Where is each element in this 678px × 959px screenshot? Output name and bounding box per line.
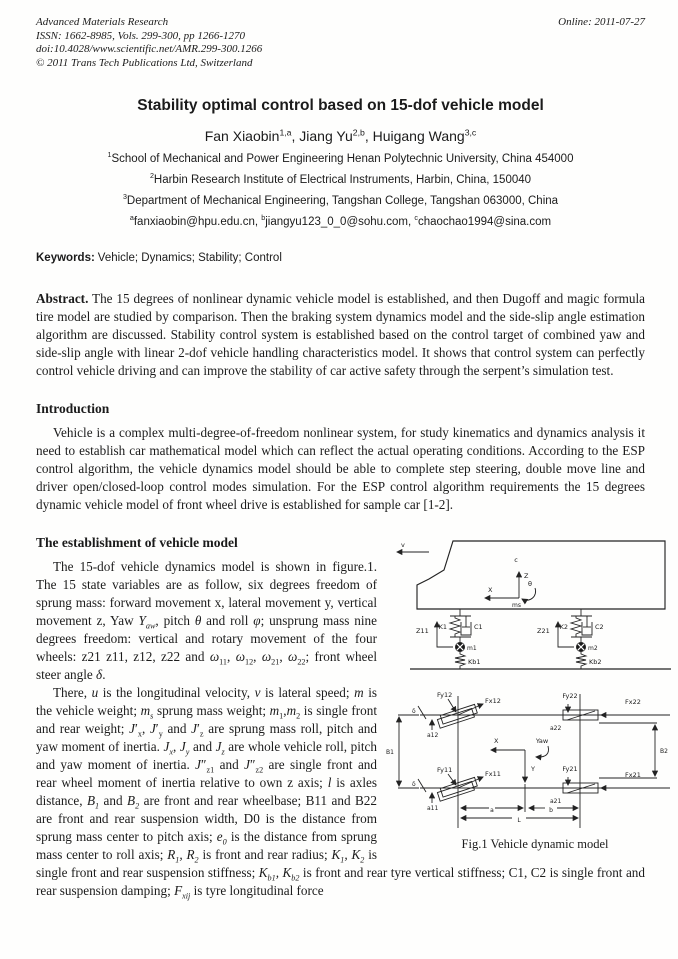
pitch-rotation-arrow [521,587,537,605]
label-fx21: Fx21 [625,771,641,779]
label-c2: C2 [595,623,604,631]
journal-header: Advanced Materials Research ISSN: 1662-8… [36,16,645,70]
label-fy21: Fy21 [562,765,577,773]
label-k1: K1 [439,623,447,631]
vehicle-side-view: v c Z X θ ms [396,540,671,670]
label-z11: Z11 [416,627,429,635]
figure-caption: Fig.1 Vehicle dynamic model [462,837,609,851]
authors-line: Fan Xiaobin1,a, Jiang Yu2,b, Huigang Wan… [204,127,477,144]
label-a21: a21 [550,798,561,805]
z21-arrow [554,621,574,648]
label-fy11: Fy11 [437,766,452,774]
affiliation-1: 1School of Mechanical and Power Engineer… [107,151,574,165]
label-delta-11: δ [412,781,416,788]
z11-arrow [433,621,453,648]
keywords-value: Vehicle; Dynamics; Stability; Control [97,252,282,264]
label-m1: m1 [467,645,477,652]
tyre-spring-kb2 [575,652,588,669]
rear-suspension: K2 C2 Z21 m2 Kb2 [537,609,604,669]
label-delta-12: δ [412,708,416,715]
journal-name: Advanced Materials Research [36,16,169,28]
label-yaw: Yaw [535,737,549,745]
issn-line: ISSN: 1662-8985, Vols. 299-300, pp 1266-… [36,29,245,42]
front-suspension: K1 C1 Z11 m1 Kb1 [416,609,483,669]
section-establishment: v c Z X θ ms [36,535,671,901]
label-a11: a11 [427,805,438,812]
label-kb2: Kb2 [589,658,602,666]
wheel-21-slant [566,783,596,794]
wheel-22 [562,709,599,721]
abstract-paragraph: Abstract. The 15 degrees of nonlinear dy… [36,291,645,378]
label-fy12: Fy12 [437,691,452,699]
label-fx22: Fx22 [625,698,641,706]
label-a-dim: a [490,807,494,814]
label-fy22: Fy22 [562,692,577,700]
keywords-line: Keywords:Vehicle; Dynamics; Stability; C… [36,252,645,264]
section-heading-establishment: The establishment of vehicle model [36,535,238,550]
label-z21: Z21 [537,627,550,635]
label-c1: C1 [474,623,483,631]
label-fx12: Fx12 [485,697,501,705]
damper-c1 [460,622,472,636]
label-k2: K2 [560,623,568,631]
introduction-paragraph: Vehicle is a complex multi-degree-of-fre… [36,425,645,512]
label-a12: a12 [427,732,438,739]
delta12-tick [417,705,427,720]
affiliation-3: 3Department of Mechanical Engineering, T… [122,193,559,207]
label-v: v [401,541,405,549]
damper-c2 [581,622,593,636]
copyright-line: © 2011 Trans Tech Publications Ltd, Swit… [36,56,253,69]
delta11-tick [417,778,427,793]
figure-1-vehicle-dynamic-model: v c Z X θ ms [385,536,675,856]
label-c: c [514,556,518,564]
author-emails: afanxiaobin@hpu.edu.cn, bjiangyu123_0_0@… [129,214,552,228]
spring-k2 [569,616,583,637]
fy11-arrow [447,773,457,786]
label-l-dim: L [517,817,521,824]
model-paragraph-2: There, u is the longitudinal velocity, v… [36,685,645,901]
affiliation-2: 2Harbin Research Institute of Electrical… [149,172,532,186]
label-theta: θ [528,580,532,588]
section-heading-introduction: Introduction [36,401,110,416]
doi-line: doi:10.4028/www.scientific.net/AMR.299-3… [36,43,263,55]
yaw-rotation-arrow [535,745,549,761]
model-paragraph-1: The 15-dof vehicle dynamics model is sho… [36,559,378,682]
tyre-spring-kb1 [454,652,467,669]
keywords-label: Keywords: [36,252,95,264]
page-title: Stability optimal control based on 15-do… [137,97,544,114]
label-kb1: Kb1 [468,658,481,666]
wheel-22-slant [566,710,596,721]
label-a22: a22 [550,725,561,732]
label-fx11: Fx11 [485,770,501,778]
label-b-dim: b [549,807,553,814]
fx12-arrow [457,703,484,716]
label-ms: ms [512,602,521,609]
car-body-outline [416,540,666,610]
vehicle-plan-view: Fy12 Fx12 δ a12 Fy11 Fx1 [386,691,670,828]
label-z-axis: Z [524,572,529,580]
vehicle-model-diagram: v c Z X θ ms [386,540,671,851]
wheel-21 [562,782,599,794]
fx11-arrow [457,776,484,789]
spring-k1 [448,616,462,637]
wheel-12 [436,703,478,729]
label-x-axis: X [488,586,493,594]
label-y-plan: Y [530,765,535,773]
wheel-11 [436,776,478,802]
online-date: Online: 2011-07-27 [558,16,645,28]
label-b1: B1 [386,749,394,756]
label-m2: m2 [588,645,598,652]
label-b2: B2 [660,748,668,755]
label-x-plan: X [494,737,499,745]
fy12-arrow [447,698,457,713]
journal-header-left: Advanced Materials Research ISSN: 1662-8… [36,16,262,70]
